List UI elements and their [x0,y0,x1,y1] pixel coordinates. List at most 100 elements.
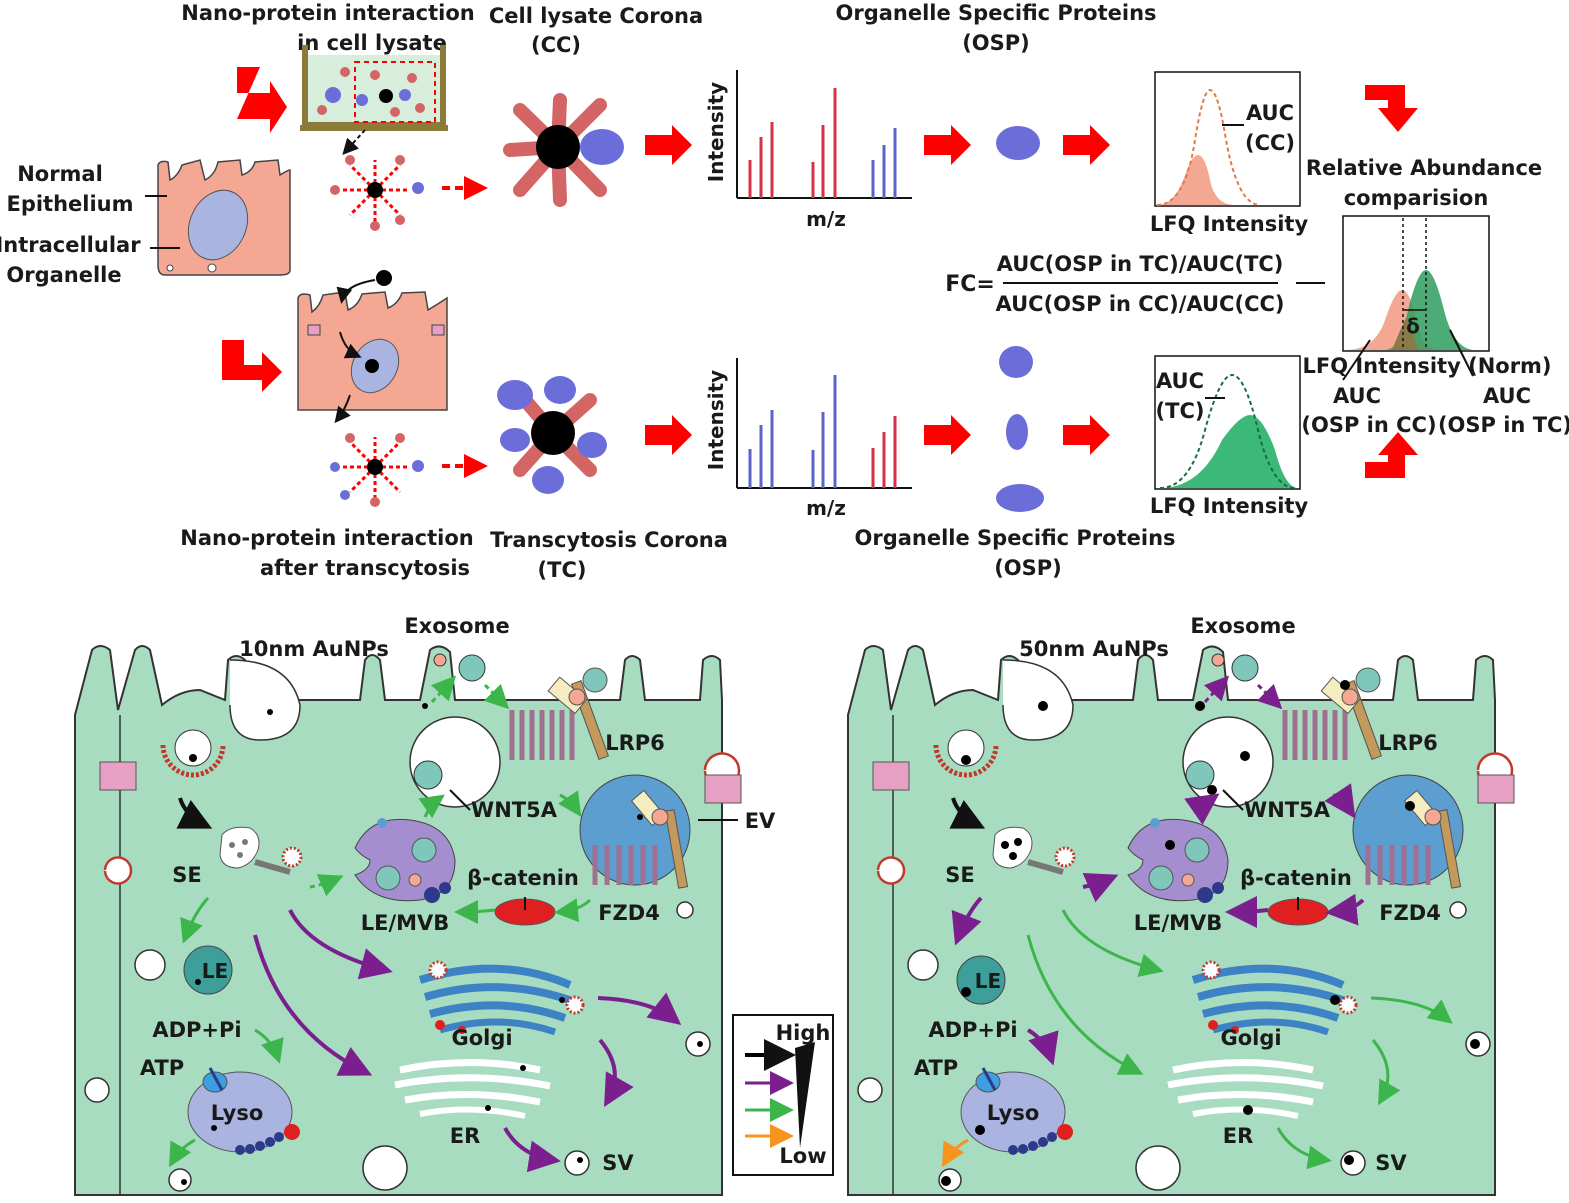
label-lemvb-right: LE/MVB [1134,911,1223,935]
label-atp-left: ATP [140,1056,184,1080]
auc-osp-tc-1: AUC [1483,384,1531,408]
osp-protein-icon [996,126,1040,160]
label-10nm-aunps: 10nm AuNPs [239,637,389,661]
top-pipeline: Nano-protein interaction in cell lysate … [0,1,1569,582]
delta-symbol: δ [1406,314,1420,338]
label-beta-catenin-right: β-catenin [1240,866,1352,890]
lrp6-receptor-icon [1282,667,1383,760]
fc-label: FC= [945,272,995,297]
osp-protein-icon [1006,414,1028,450]
auc-cc-1: AUC [1246,101,1294,125]
label-golgi-left: Golgi [451,1026,512,1050]
auc-osp-tc-2: (OSP in TC) [1438,413,1569,437]
label-se-left: SE [172,863,201,887]
arrow-right-icon [645,125,692,165]
auc-osp-cc-1: AUC [1333,384,1381,408]
le-mvb-icon [1127,818,1229,903]
label-nano-lysate-2: in cell lysate [297,31,447,55]
label-ev: EV [745,809,776,833]
label-nano-trans-1: Nano-protein interaction [180,526,473,550]
label-sv-right: SV [1375,1151,1407,1175]
cell-lysate-corona-icon [503,93,624,207]
label-cell-lysate-corona-2: (CC) [531,33,581,57]
beaker-icon [300,45,448,131]
label-osp-bottom-1: Organelle Specific Proteins [854,526,1175,550]
label-transcytosis-corona-1: Transcytosis Corona [490,528,728,552]
sorting-endosome-icon [992,826,1076,875]
lfq-plot-bottom [1154,355,1301,490]
auc-cc-2: (CC) [1245,131,1295,155]
lfq-intensity-norm: LFQ Intensity (Norm) [1302,354,1551,378]
mass-spectrum-top [736,70,912,199]
axis-mz-bottom: m/z [806,496,846,520]
transcytosis-corona-icon [497,376,607,494]
label-intracellular: Intracellular [0,233,141,257]
rel-abundance-1: Relative Abundance [1306,156,1542,180]
np-corona-small-bottom [330,433,424,507]
elbow-arrow-down-icon [222,340,282,392]
label-osp-top-2: (OSP) [962,31,1030,55]
golgi-icon [1191,960,1358,1036]
axis-mz-top: m/z [806,207,846,231]
label-fzd4-left: FZD4 [598,901,660,925]
label-exosome-right: Exosome [1190,614,1295,638]
label-50nm-aunps: 50nm AuNPs [1019,637,1169,661]
endoplasmic-reticulum-icon [394,1059,551,1119]
legend: High Low [732,1014,834,1176]
label-osp-bottom-2: (OSP) [994,556,1062,580]
label-beta-catenin-left: β-catenin [467,866,579,890]
label-golgi-right: Golgi [1220,1026,1281,1050]
lfq-intensity-bottom: LFQ Intensity [1150,494,1309,518]
elbow-arrow-up-icon [237,67,287,133]
label-adp-right: ADP+Pi [928,1018,1017,1042]
lysosome-icon [187,1067,300,1155]
arrow-right-icon [645,415,692,455]
label-er-left: ER [450,1124,481,1148]
fc-denominator: AUC(OSP in CC)/AUC(CC) [996,292,1285,316]
transcytosis-cell [297,270,448,424]
label-lrp6-right: LRP6 [1378,731,1438,755]
legend-high: High [776,1021,831,1045]
clathrin-pit-icon [160,729,226,778]
relative-abundance-plot [1342,215,1490,352]
label-nano-trans-2: after transcytosis [260,556,470,580]
lrp6-receptor-icon [509,667,610,760]
epithelium-cell [157,159,291,276]
label-le-right: LE [975,969,1001,993]
left-cell-panel: LRP6 EV Exosome 10nm AuNPs WNT5A SE [74,614,776,1196]
elbow-arrow-right-down-icon [1365,85,1418,132]
auc-osp-cc-2: (OSP in CC) [1301,413,1436,437]
auc-tc-2: (TC) [1156,399,1205,423]
label-lyso-right: Lyso [987,1101,1040,1125]
label-normal: Normal [17,162,103,186]
label-cell-lysate-corona-1: Cell lysate Corona [489,4,703,28]
lfq-intensity-top: LFQ Intensity [1150,212,1309,236]
arrow-right-icon [1063,415,1110,455]
ev-body-icon [1352,774,1464,889]
label-sv-left: SV [602,1151,634,1175]
label-se-right: SE [945,863,974,887]
label-fzd4-right: FZD4 [1379,901,1441,925]
np-corona-small-top [330,155,424,231]
arrow-right-icon [1063,125,1110,165]
label-osp-top-1: Organelle Specific Proteins [835,1,1156,25]
label-exosome-left: Exosome [404,614,509,638]
label-lrp6: LRP6 [605,731,665,755]
ev-body-icon [579,774,691,889]
label-nano-lysate-1: Nano-protein interaction [181,1,474,25]
label-organelle: Organelle [6,263,121,287]
label-er-right: ER [1223,1124,1254,1148]
endoplasmic-reticulum-icon [1167,1059,1324,1119]
mass-spectrum-bottom [736,358,912,489]
axis-intensity-top: Intensity [704,82,728,182]
label-lemvb-left: LE/MVB [361,911,450,935]
golgi-icon [418,960,585,1036]
arrow-right-icon [924,415,971,455]
label-adp-left: ADP+Pi [152,1018,241,1042]
elbow-arrow-right-up-icon [1365,432,1418,478]
axis-intensity-bottom: Intensity [704,370,728,470]
legend-low: Low [779,1144,826,1168]
lysosome-icon [960,1067,1073,1155]
auc-tc-1: AUC [1156,369,1204,393]
